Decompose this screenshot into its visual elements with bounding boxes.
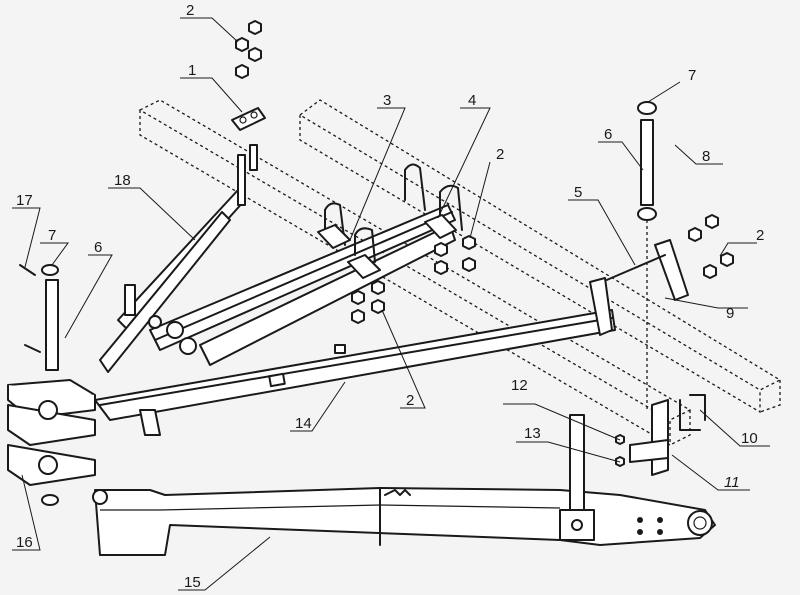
stud-plate [231, 107, 266, 206]
callout-2: 2 [496, 146, 504, 163]
callout-labels: 2 1 3 4 2 5 6 7 8 2 9 10 11 12 13 14 2 1… [16, 2, 764, 591]
upper-main-beam [149, 204, 456, 366]
nuts [235, 20, 734, 467]
mount-bracket [629, 394, 706, 476]
callout-7: 7 [48, 227, 56, 244]
callout-8: 8 [702, 148, 710, 165]
callout-2: 2 [756, 227, 764, 244]
callout-5: 5 [574, 184, 582, 201]
callout-1: 1 [188, 62, 196, 79]
callout-2: 2 [406, 392, 414, 409]
callout-13: 13 [524, 425, 541, 442]
frame-beam-rear [138, 99, 692, 447]
drawbar [92, 414, 716, 556]
callout-11: 11 [724, 474, 740, 491]
callout-6: 6 [94, 239, 102, 256]
callout-2: 2 [186, 2, 194, 19]
leader-lines [12, 17, 770, 591]
callout-4: 4 [468, 92, 476, 109]
left-hinge [7, 264, 197, 506]
callout-9: 9 [726, 305, 734, 322]
right-bracket [589, 239, 689, 336]
callout-6: 6 [604, 126, 612, 143]
callout-10: 10 [741, 430, 758, 447]
callout-3: 3 [383, 92, 391, 109]
callout-17: 17 [16, 192, 33, 209]
lower-arm [94, 309, 616, 436]
right-pin [637, 101, 657, 410]
callout-15: 15 [184, 574, 201, 591]
callout-7: 7 [688, 67, 696, 84]
callout-12: 12 [511, 377, 528, 394]
callout-16: 16 [16, 534, 33, 551]
callout-14: 14 [295, 415, 312, 432]
brace [99, 189, 246, 373]
callout-18: 18 [114, 172, 131, 189]
